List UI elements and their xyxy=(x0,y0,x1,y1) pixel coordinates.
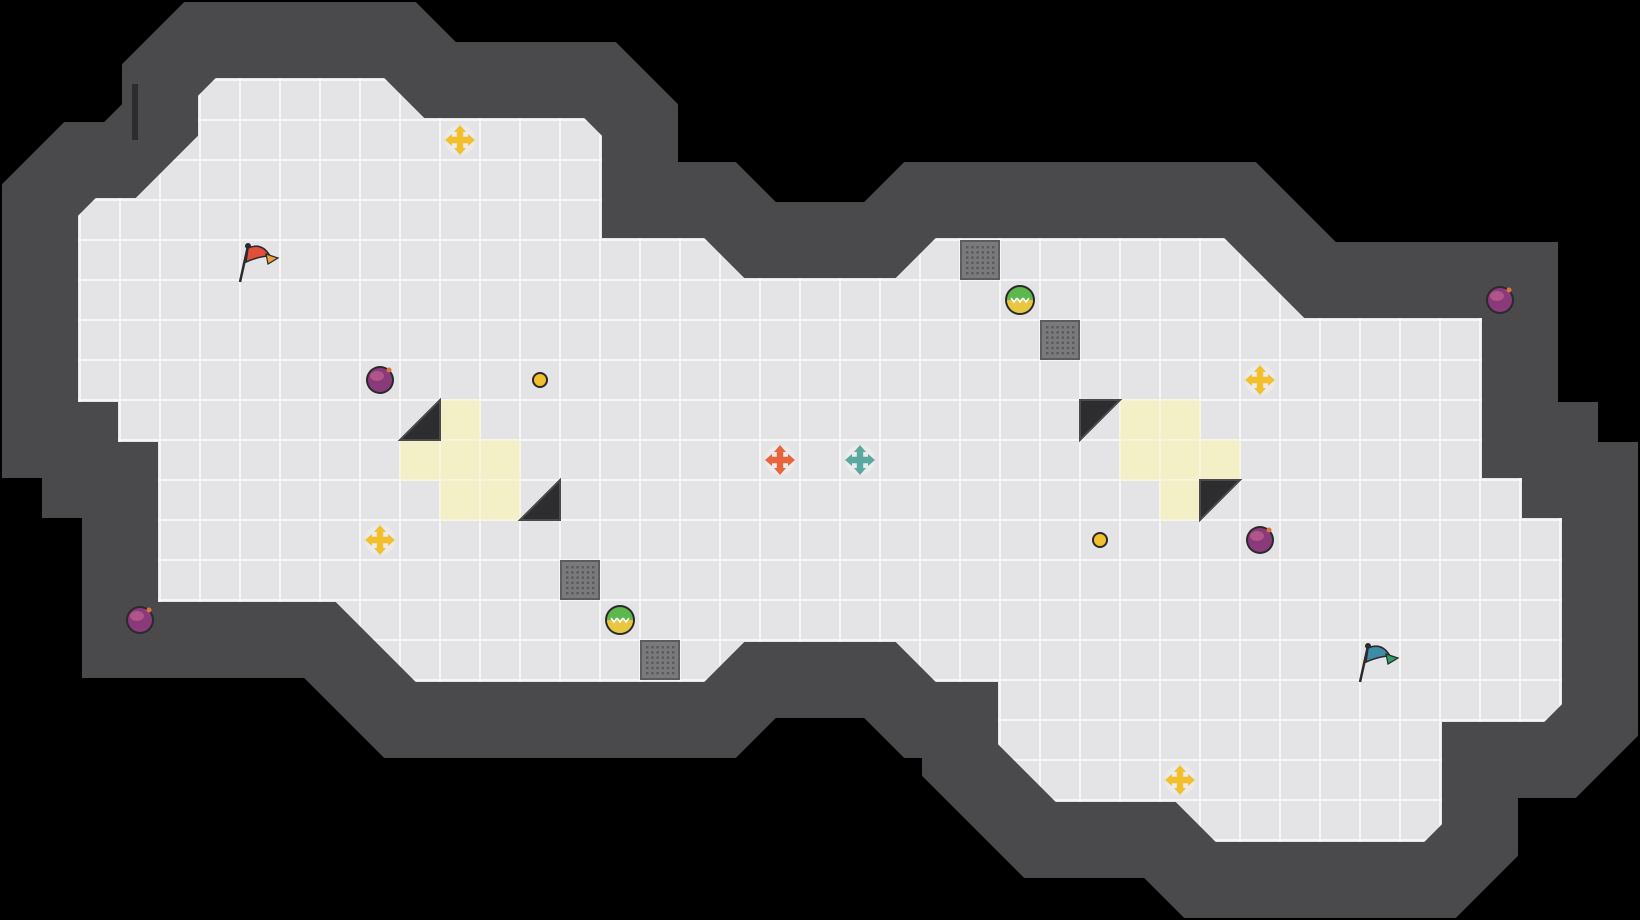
wall-triangle xyxy=(1199,479,1243,523)
yellow-zone-tile xyxy=(439,439,481,481)
wall-triangle xyxy=(517,477,561,521)
boost-icon xyxy=(1245,365,1275,395)
yellow-zone xyxy=(1119,399,1241,521)
bomb-icon xyxy=(1486,286,1514,314)
yellow-zone-tile xyxy=(1119,399,1161,441)
boost-icon xyxy=(1165,765,1195,795)
powerup-icon xyxy=(1092,532,1108,548)
blue-flag-icon xyxy=(1358,643,1400,683)
speed-pad-icon xyxy=(605,605,635,635)
bomb-icon xyxy=(126,606,154,634)
yellow-zone-tile xyxy=(479,479,521,521)
wall-triangle xyxy=(397,397,441,441)
gate-tile xyxy=(560,560,600,600)
bomb-icon xyxy=(366,366,394,394)
powerup-icon xyxy=(532,372,548,388)
gate-tile xyxy=(1040,320,1080,360)
yellow-zone-tile xyxy=(1159,399,1201,441)
yellow-zone-tile xyxy=(399,439,441,481)
yellow-zone-tile xyxy=(479,439,521,481)
yellow-zone-layer xyxy=(397,397,1243,523)
yellow-zone-tile xyxy=(1119,439,1161,481)
red-flag-icon xyxy=(238,243,280,283)
floor-area xyxy=(40,40,1600,880)
yellow-zone xyxy=(399,399,521,521)
red-boost-icon xyxy=(765,445,795,475)
bomb-icon xyxy=(1246,526,1274,554)
yellow-zone-tile xyxy=(439,479,481,521)
boost-icon xyxy=(445,125,475,155)
blue-boost-icon xyxy=(845,445,875,475)
speed-pad-icon xyxy=(1005,285,1035,315)
yellow-zone-tile xyxy=(1199,439,1241,481)
boost-icon xyxy=(365,525,395,555)
gate-tile xyxy=(960,240,1000,280)
wall-triangle xyxy=(1079,399,1123,443)
gate-tile xyxy=(640,640,680,680)
wall-notch xyxy=(132,84,138,140)
yellow-zone-tile xyxy=(1159,439,1201,481)
yellow-zone-tile xyxy=(439,399,481,441)
yellow-zone-tile xyxy=(1159,479,1201,521)
entity-layer xyxy=(126,125,1514,795)
